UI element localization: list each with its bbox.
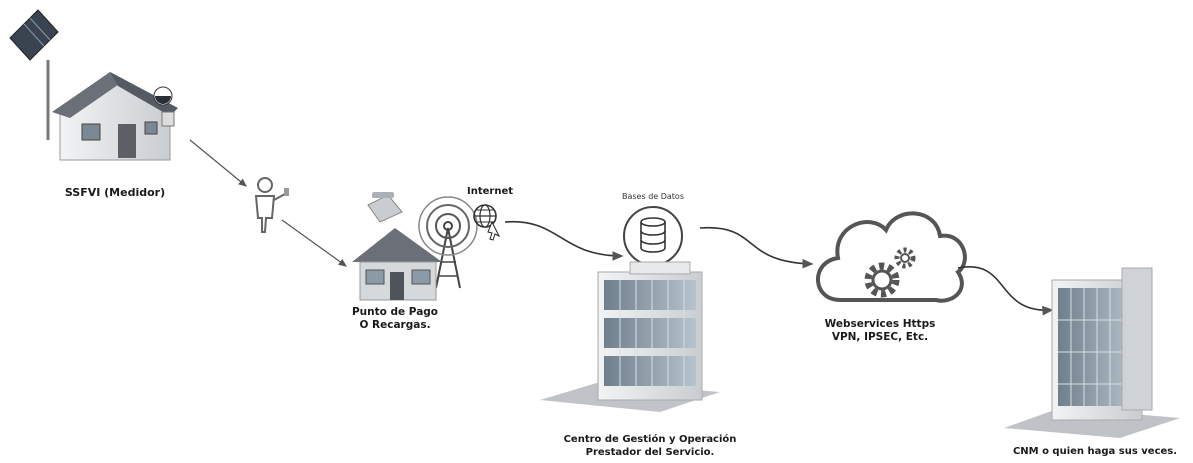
cnm-label-text: CNM o quien haga sus veces. xyxy=(1012,446,1178,457)
arrow-cloud-to-cnm xyxy=(957,266,1054,316)
operations-center-label-line1: Centro de Gestión y Operación xyxy=(563,434,737,445)
payment-point-label: Punto de Pago O Recargas. xyxy=(330,306,460,332)
arrow-meter-to-person xyxy=(189,139,247,187)
database-icon xyxy=(623,206,683,266)
small-gear-icon xyxy=(894,247,916,269)
operations-center-label: Centro de Gestión y Operación Prestador … xyxy=(530,434,770,459)
arrow-person-to-payment xyxy=(281,219,347,267)
gear-icon xyxy=(864,262,900,298)
payment-point-label-line2: O Recargas. xyxy=(359,319,431,332)
database-label-text: Bases de Datos xyxy=(622,192,684,201)
cnm-label: CNM o quien haga sus veces. xyxy=(1000,446,1190,459)
payment-point-icon xyxy=(352,192,478,301)
internet-label-text: Internet xyxy=(466,186,513,197)
ssfvi-label-text: SSFVI (Medidor) xyxy=(64,186,166,199)
operations-building-icon xyxy=(540,261,720,412)
arrow-internet-to-database xyxy=(504,220,624,261)
person-icon xyxy=(254,177,289,233)
cloud-gears-icon xyxy=(816,211,967,303)
webservices-label-line2: VPN, IPSEC, Etc. xyxy=(831,331,929,344)
antenna-tower-icon xyxy=(418,196,478,289)
cnm-building-icon xyxy=(1004,267,1180,438)
solar-house-icon xyxy=(9,9,178,161)
globe-icon xyxy=(473,204,501,241)
ssfvi-label: SSFVI (Medidor) xyxy=(40,186,190,200)
card-terminal-icon xyxy=(367,192,403,223)
operations-center-label-line2: Prestador del Servicio. xyxy=(585,446,715,458)
payment-point-label-line1: Punto de Pago xyxy=(351,306,439,318)
database-label: Bases de Datos xyxy=(598,192,708,202)
webservices-label-line1: Webservices Https xyxy=(824,318,936,330)
webservices-label: Webservices Https VPN, IPSEC, Etc. xyxy=(800,318,960,344)
arrow-database-to-cloud xyxy=(699,226,814,269)
internet-label: Internet xyxy=(455,186,525,199)
